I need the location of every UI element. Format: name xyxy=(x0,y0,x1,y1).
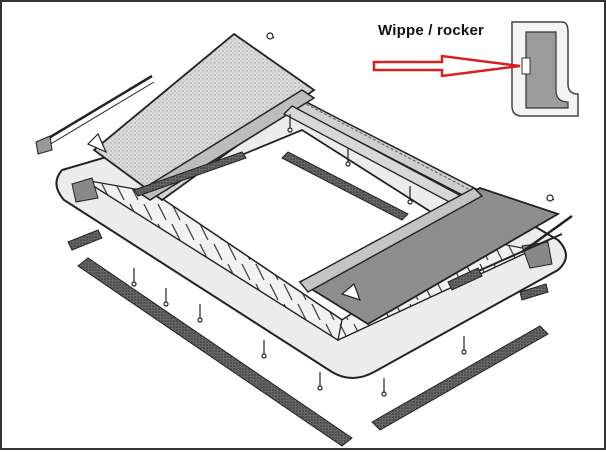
fly-screen-panel xyxy=(86,32,316,202)
rocker-detail-inset xyxy=(511,21,579,117)
side-rails xyxy=(35,74,573,273)
rocker-callout-label: Wippe / rocker xyxy=(378,22,485,39)
screws xyxy=(131,32,555,397)
callout-arrow xyxy=(372,54,521,78)
blackout-blind-panel xyxy=(298,187,561,326)
sealing-strips xyxy=(67,151,549,447)
